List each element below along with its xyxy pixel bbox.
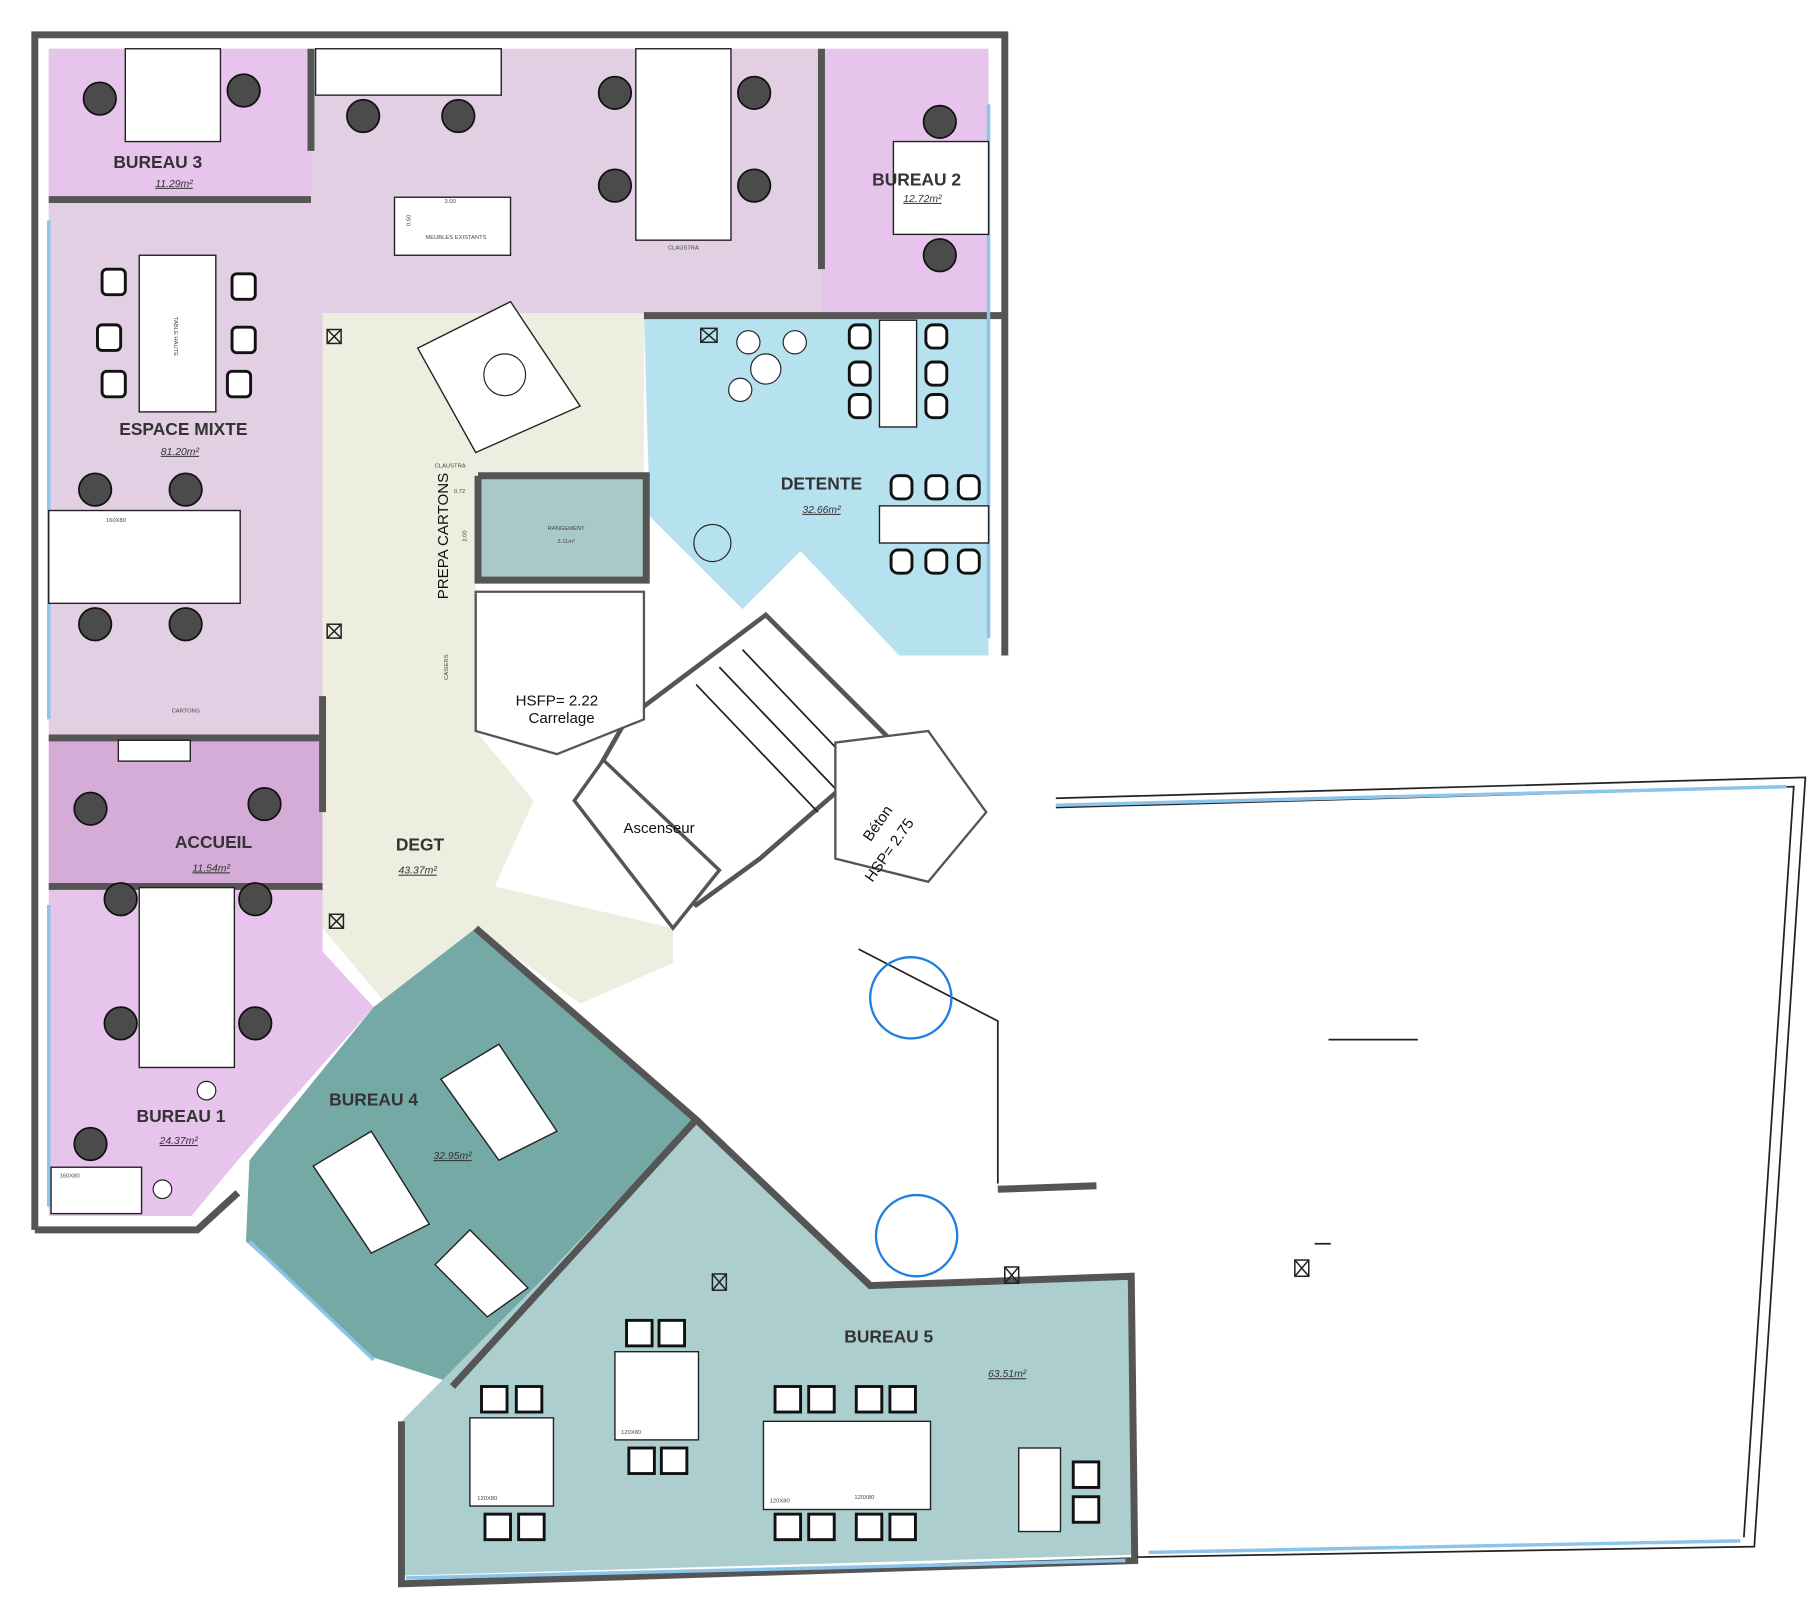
ceiling-height-label: HSFP= 2.22 [516,692,599,709]
wc-block [474,590,646,756]
room-area: 63.51m² [988,1369,1027,1380]
desk-size-label: 120X80 [621,1430,641,1436]
room-name: BUREAU 5 [844,1326,933,1346]
casiers-label: CASIERS [444,654,450,680]
room-bureau-5[interactable] [401,1119,1135,1576]
vent-icon [326,623,342,639]
vent-icon [328,913,345,929]
cartons-label: CARTONS [172,708,200,714]
claustra-label: CLAUSTRA [435,464,466,470]
desk-size-label: 120X80 [854,1495,874,1501]
room-name: BUREAU 1 [137,1106,226,1126]
room-labels: BUREAU 3 11.29m² BUREAU 2 12.72m² ESPACE… [113,152,1026,1380]
desk-size-label: 120X80 [770,1499,790,1505]
room-area: 32.95m² [433,1151,472,1162]
walls [31,31,1807,1588]
room-rangement[interactable] [478,475,647,581]
room-name: DETENTE [781,474,862,494]
vent-icon [700,327,718,344]
table-haute-label: TABLE HAUTE [172,317,178,356]
wheelchair-turning-circle-icon [869,956,953,1040]
dimension-label: 2.00 [462,530,468,541]
vent-icon [1004,1266,1020,1285]
room-area: 24.37m² [159,1136,199,1147]
prepa-cartons-label: PREPA CARTONS [435,473,452,600]
room-name: RANGEMENT [548,526,585,532]
room-area: 12.72m² [903,194,942,205]
vent-icon [711,1273,728,1291]
desk-size-label: 160X80 [106,518,126,524]
dimension-label: 0.50 [407,215,413,226]
vent-icon [1294,1259,1310,1278]
room-degt-south[interactable] [475,881,673,1004]
room-name: BUREAU 4 [329,1090,418,1110]
stair-core [474,590,988,932]
room-area: 81.20m² [161,447,200,458]
room-area: 32.66m² [802,505,841,516]
room-name: ESPACE MIXTE [119,419,247,439]
room-area: 11.29m² [155,179,193,190]
room-name: ACCUEIL [175,832,253,852]
dimension-label: 0.72 [454,489,465,495]
wheelchair-turning-circle-icon [874,1193,959,1278]
room-area: 43.37m² [399,866,438,877]
desk-size-label: 160X80 [60,1174,80,1180]
room-name: DEGT [396,834,445,854]
dimension-label: 3.00 [445,199,456,205]
room-area: 11.54m² [192,863,230,874]
desk-size-label: 120X80 [477,1496,497,1502]
furniture-chairs [73,73,1101,1542]
room-name: BUREAU 2 [872,170,961,190]
room-area: 3.11m² [557,539,575,545]
meubles-existants-label: MEUBLES EXISTANTS [425,235,486,241]
accessibility-symbols [869,956,959,1278]
elevator-label: Ascenseur [623,820,694,837]
vent-icon [326,328,342,345]
room-bureau-4[interactable] [245,928,694,1384]
room-degt[interactable] [322,313,644,1001]
claustra-label: CLAUSTRA [668,245,699,251]
floor-material-label: Carrelage [528,710,594,727]
room-name: BUREAU 3 [113,152,202,172]
elevator-shaft [572,757,722,932]
vent-markers [326,327,1310,1291]
furniture-desks [48,48,1062,1533]
